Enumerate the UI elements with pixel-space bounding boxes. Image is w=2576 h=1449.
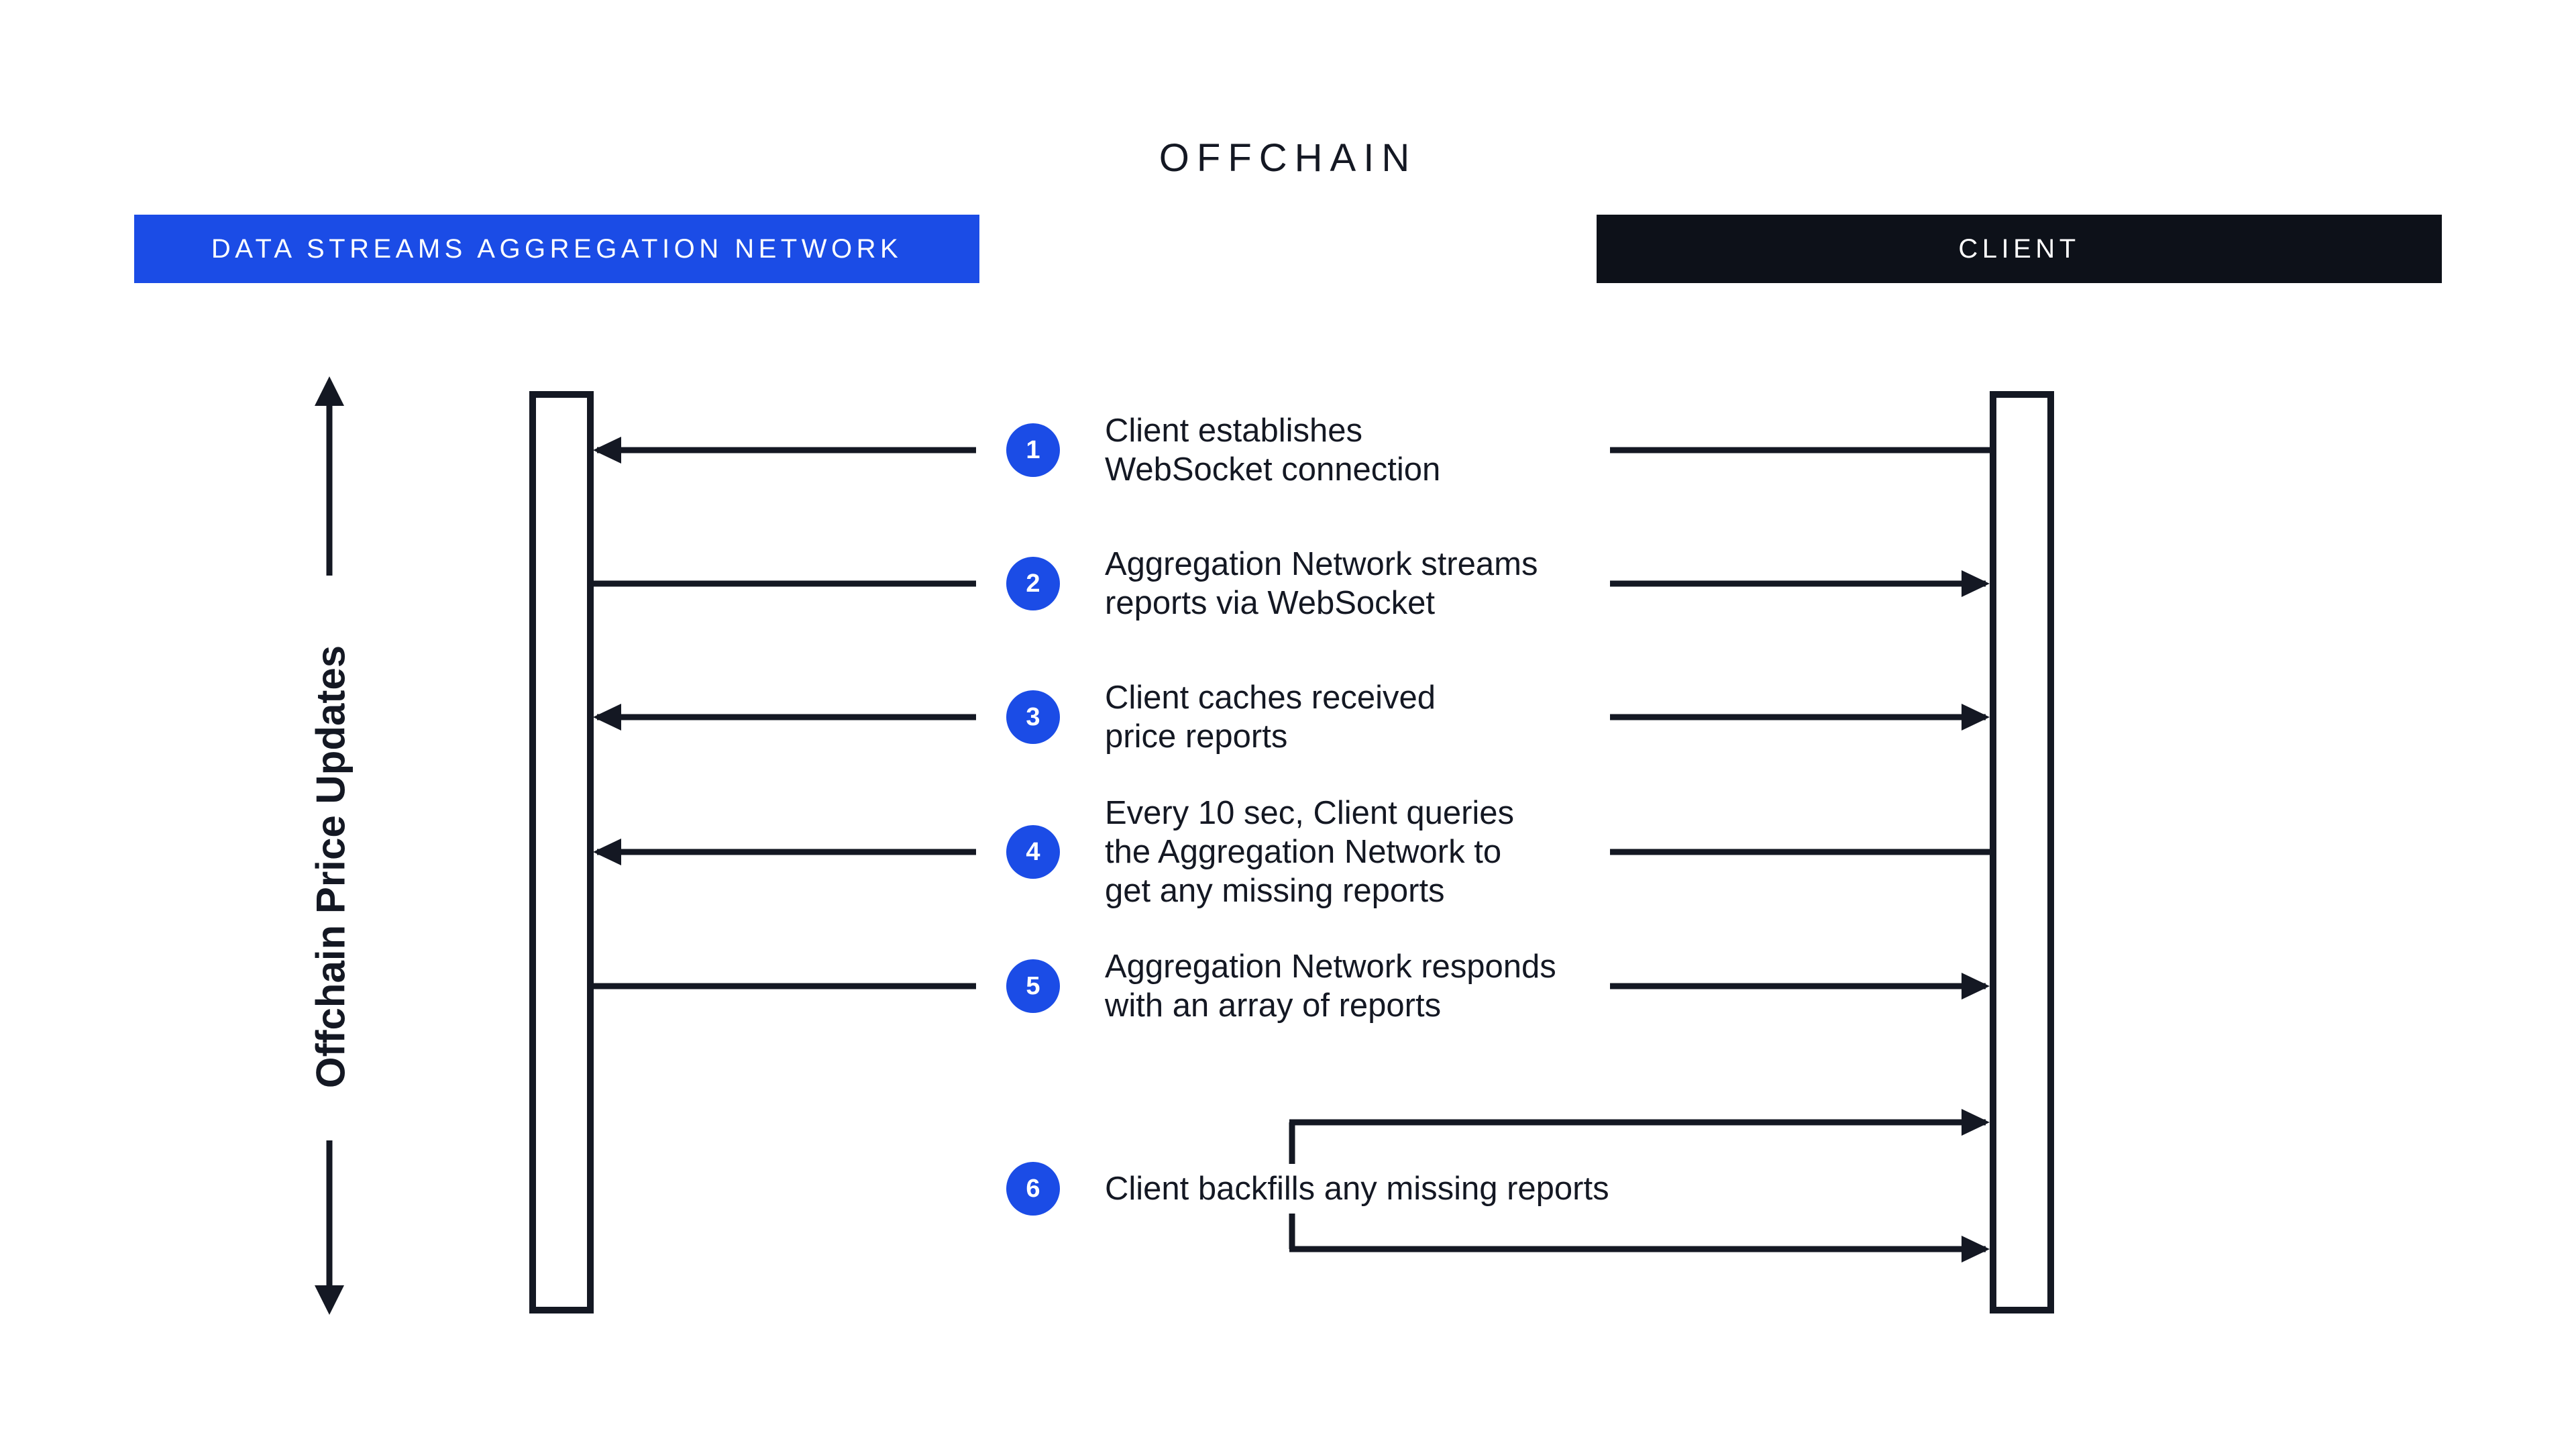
arrowhead-right-icon — [1962, 570, 1990, 597]
step-text: Aggregation Network streams reports via … — [1105, 546, 1538, 621]
arrowhead-right-icon — [1962, 1109, 1990, 1136]
step-number-badge: 6 — [1006, 1162, 1060, 1216]
step-number-badge: 5 — [1006, 959, 1060, 1013]
step-text: Client caches received price reports — [1105, 680, 1436, 755]
step-number: 5 — [1026, 971, 1040, 1000]
client-header: CLIENT — [1597, 215, 2442, 283]
arrowhead-right-icon — [1962, 1236, 1990, 1263]
step-text: Client backfills any missing reports — [1105, 1164, 1627, 1214]
step-number: 2 — [1026, 569, 1040, 598]
price-updates-axis-label: Offchain Price Updates — [308, 645, 354, 1089]
step-number: 1 — [1026, 435, 1040, 464]
step-number: 3 — [1026, 702, 1040, 731]
page-title: OFFCHAIN — [1159, 136, 1417, 180]
step-number: 4 — [1026, 837, 1040, 866]
client-header-label: CLIENT — [1958, 233, 2080, 264]
step-text: Aggregation Network responds with an arr… — [1105, 949, 1556, 1024]
axis-up-arrow-icon — [315, 376, 344, 406]
arrowhead-left-icon — [593, 839, 621, 865]
aggregation-network-header: DATA STREAMS AGGREGATION NETWORK — [134, 215, 979, 283]
aggregation-network-header-label: DATA STREAMS AGGREGATION NETWORK — [211, 233, 903, 264]
step-number-badge: 1 — [1006, 423, 1060, 477]
step-number-badge: 2 — [1006, 557, 1060, 610]
step-text: Client establishes WebSocket connection — [1105, 413, 1441, 488]
arrowhead-left-icon — [593, 704, 621, 731]
step-number-badge: 3 — [1006, 690, 1060, 744]
aggregation-network-lifeline — [529, 391, 594, 1313]
arrowhead-right-icon — [1962, 704, 1990, 731]
step-number: 6 — [1026, 1174, 1040, 1203]
step-number-badge: 4 — [1006, 825, 1060, 879]
step-text: Every 10 sec, Client queries the Aggrega… — [1105, 795, 1515, 909]
client-lifeline — [1990, 391, 2054, 1313]
arrowhead-right-icon — [1962, 973, 1990, 1000]
axis-down-arrow-icon — [315, 1285, 344, 1315]
arrowhead-left-icon — [593, 437, 621, 464]
